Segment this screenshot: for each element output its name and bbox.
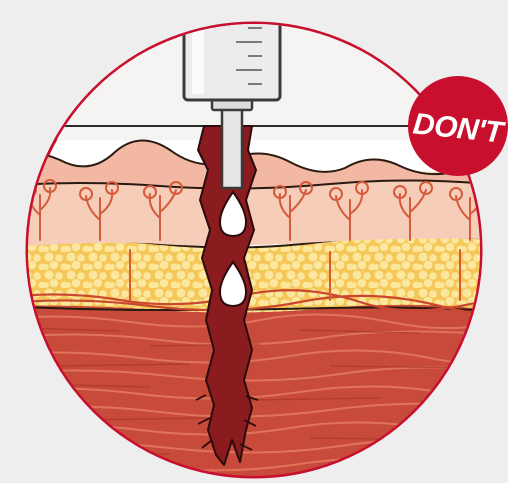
syringe-needle: [222, 100, 242, 188]
dont-badge: DON'T: [408, 76, 508, 176]
